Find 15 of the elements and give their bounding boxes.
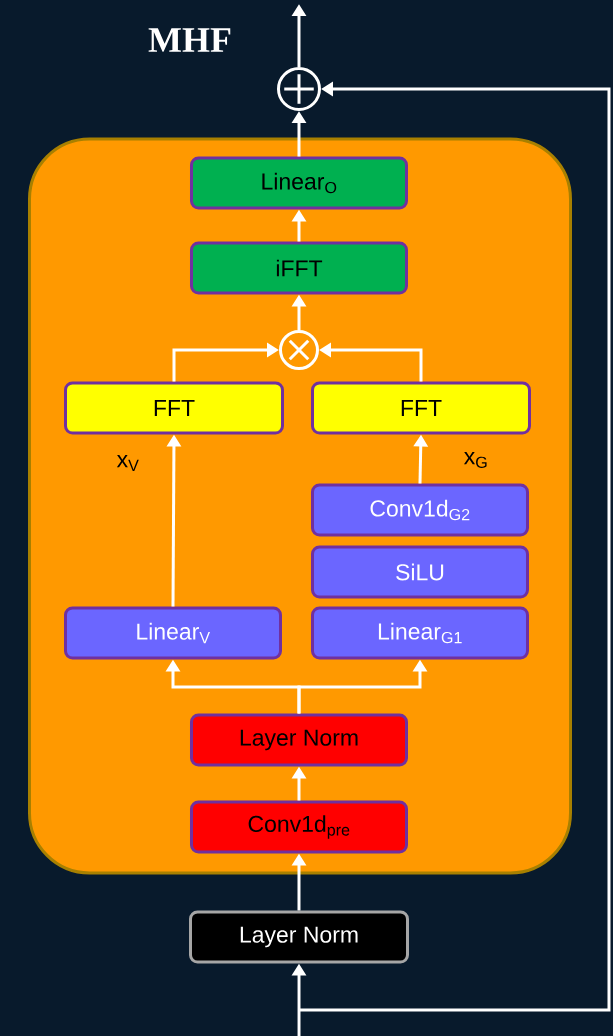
process-box: Linear$_{V}$ — [64, 606, 282, 660]
process-box: Linear$_{O}$ — [190, 156, 408, 210]
process-box: Layer Norm — [190, 713, 408, 767]
edge-label: x$_{G}$ — [464, 452, 487, 469]
add-circle — [277, 67, 321, 111]
process-box: Layer Norm — [189, 910, 409, 964]
process-box: SiLU — [311, 545, 529, 599]
process-box: Conv1d$_{pre}$ — [190, 800, 408, 854]
process-box: FFT — [64, 381, 284, 435]
process-box: iFFT — [190, 241, 408, 295]
process-box: Linear$_{G1}$ — [311, 606, 529, 660]
process-box: FFT — [311, 381, 531, 435]
process-box: Conv1d$_{G2}$ — [311, 483, 529, 537]
title: MHF — [148, 28, 231, 52]
edge-label: x$_{V}$ — [116, 455, 139, 471]
